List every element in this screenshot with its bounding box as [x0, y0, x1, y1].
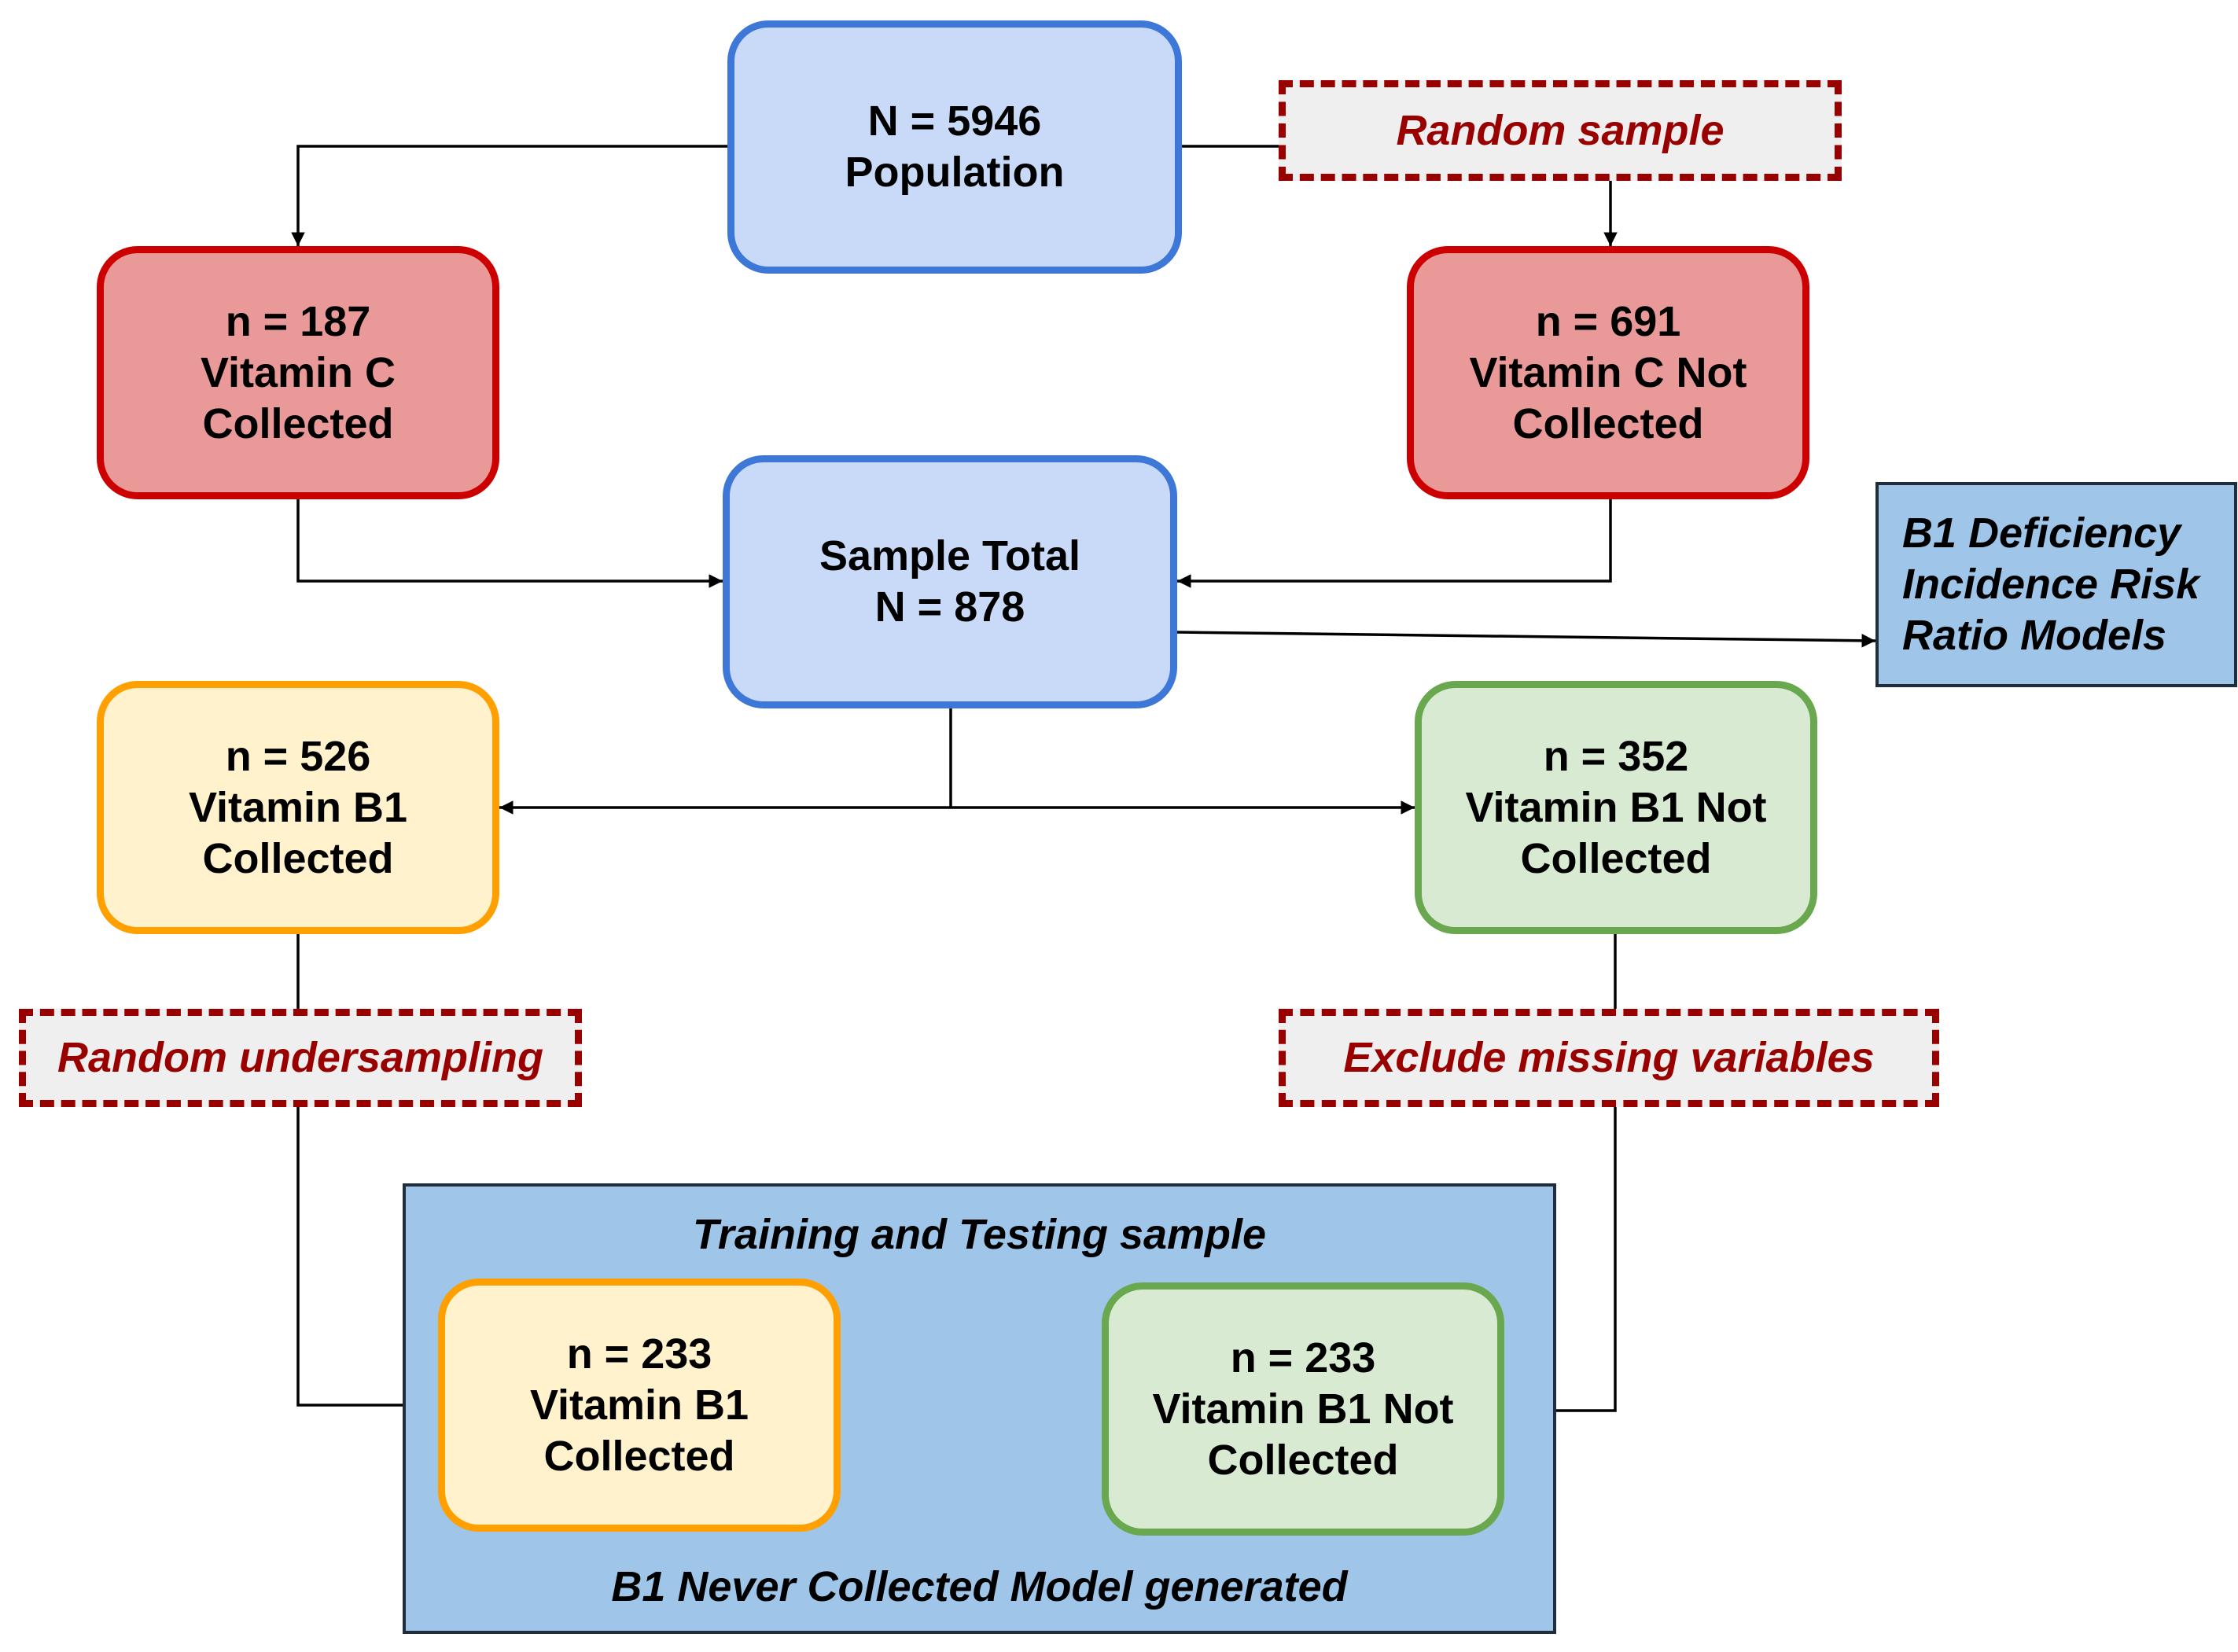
vitc-not-collected-box: n = 691 Vitamin C Not Collected	[1407, 246, 1809, 499]
vitb1-not-collected-box: n = 352 Vitamin B1 Not Collected	[1415, 681, 1817, 934]
training-b1-not-collected-line1: Vitamin B1 Not	[1152, 1385, 1454, 1433]
undersampling-label: Random undersampling	[57, 1034, 544, 1081]
population-label: Population	[845, 149, 1065, 196]
risk-models-box: B1 Deficiency Incidence Risk Ratio Model…	[1875, 482, 2237, 687]
undersampling-box: Random undersampling	[19, 1009, 582, 1107]
training-b1-not-collected-count: n = 233	[1230, 1334, 1376, 1382]
sample-total-count: N = 878	[874, 583, 1025, 631]
arrow-vitc-not-collected-to-sample-total	[1177, 499, 1612, 588]
vitb1-not-collected-line2: Collected	[1520, 834, 1712, 882]
training-b1-collected-box: n = 233 Vitamin B1 Collected	[438, 1279, 841, 1532]
training-b1-not-collected-box: n = 233 Vitamin B1 Not Collected	[1102, 1282, 1504, 1536]
population-count: N = 5946	[867, 98, 1042, 145]
arrow-sample-total-to-risk-models	[1176, 631, 1876, 648]
training-group-footer: B1 Never Collected Model generated	[611, 1563, 1348, 1610]
vitb1-not-collected-count: n = 352	[1543, 732, 1689, 780]
vitc-not-collected-line1: Vitamin C Not	[1469, 348, 1747, 396]
sample-total-box: Sample Total N = 878	[723, 455, 1177, 708]
vitb1-collected-box: n = 526 Vitamin B1 Collected	[97, 681, 499, 934]
vitb1-collected-line2: Collected	[202, 834, 394, 882]
arrow-undersampling-to-training-b1-collected	[296, 1107, 438, 1412]
risk-models-line3: Ratio Models	[1902, 612, 2167, 659]
population-box: N = 5946 Population	[727, 20, 1182, 274]
sample-total-label: Sample Total	[819, 532, 1081, 579]
vitb1-collected-line1: Vitamin B1	[188, 783, 408, 831]
vitc-collected-box: n = 187 Vitamin C Collected	[97, 246, 499, 499]
training-b1-collected-line1: Vitamin B1	[529, 1381, 749, 1429]
vitb1-not-collected-line1: Vitamin B1 Not	[1465, 783, 1767, 831]
training-b1-collected-count: n = 233	[566, 1330, 712, 1378]
random-sample-label: Random sample	[1396, 106, 1725, 154]
training-testing-group: Training and Testing sample n = 233 Vita…	[403, 1183, 1556, 1634]
vitc-collected-line1: Vitamin C	[200, 348, 396, 396]
vitb1-collected-count: n = 526	[225, 732, 371, 780]
training-b1-not-collected-line2: Collected	[1207, 1436, 1399, 1484]
random-sample-box: Random sample	[1279, 80, 1842, 181]
vitc-not-collected-line2: Collected	[1512, 399, 1704, 447]
vitc-not-collected-count: n = 691	[1535, 297, 1681, 345]
training-group-title: Training and Testing sample	[692, 1211, 1267, 1258]
vitc-collected-line2: Collected	[202, 399, 394, 447]
risk-models-line2: Incidence Risk	[1902, 561, 2200, 608]
arrow-vitc-collected-to-sample-total	[296, 499, 723, 588]
training-b1-collected-line2: Collected	[543, 1432, 735, 1480]
arrow-population-to-vitc-collected	[291, 145, 727, 246]
risk-models-line1: B1 Deficiency	[1902, 510, 2181, 557]
vitc-collected-count: n = 187	[225, 297, 371, 345]
exclude-missing-label: Exclude missing variables	[1343, 1034, 1875, 1081]
exclude-missing-box: Exclude missing variables	[1279, 1009, 1939, 1107]
